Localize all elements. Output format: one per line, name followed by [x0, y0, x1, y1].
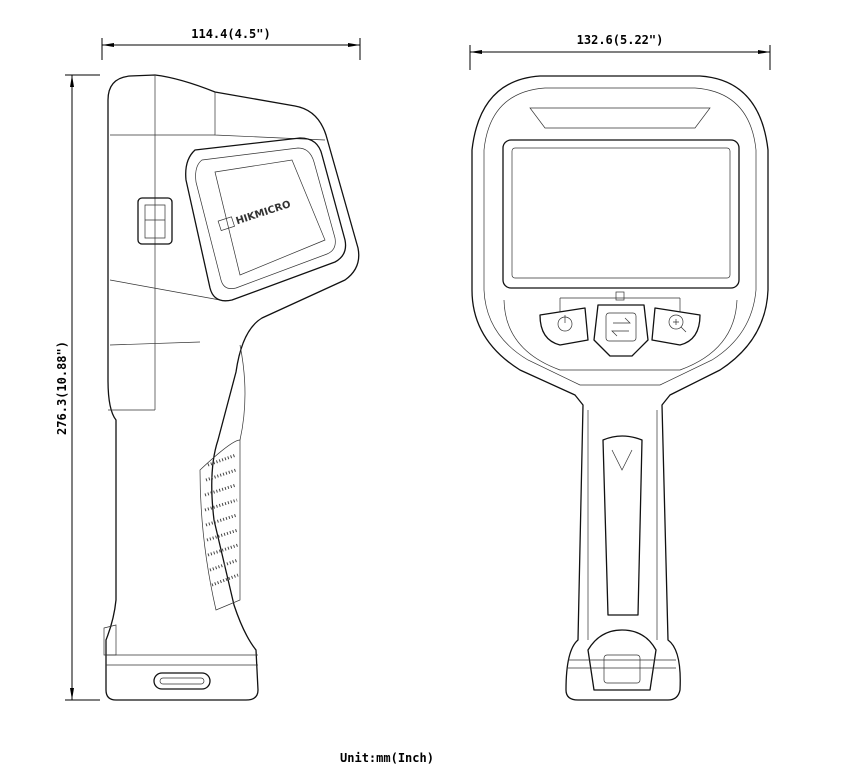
- side-width-dimension: 114.4(4.5"): [101, 27, 361, 60]
- trigger-grip: [602, 435, 643, 616]
- height-label: 276.3(10.88"): [55, 341, 69, 435]
- side-view: HIKMICRO: [103, 74, 360, 701]
- usb-port: [153, 672, 211, 690]
- grip-texture: [199, 439, 241, 611]
- unit-label: Unit:mm(Inch): [340, 751, 434, 765]
- height-dimension: 276.3(10.88"): [55, 74, 100, 701]
- front-width-dimension: 132.6(5.22"): [469, 33, 771, 70]
- power-button: [539, 307, 589, 346]
- screen: [511, 147, 731, 279]
- zoom-button: [651, 307, 701, 346]
- front-view: [471, 75, 769, 701]
- side-width-label: 114.4(4.5"): [191, 27, 270, 41]
- brand-logo: HIKMICRO: [235, 199, 293, 227]
- screen-frame: [502, 139, 740, 289]
- switch-button: [593, 304, 649, 357]
- front-width-label: 132.6(5.22"): [577, 33, 664, 47]
- side-button: [137, 197, 173, 245]
